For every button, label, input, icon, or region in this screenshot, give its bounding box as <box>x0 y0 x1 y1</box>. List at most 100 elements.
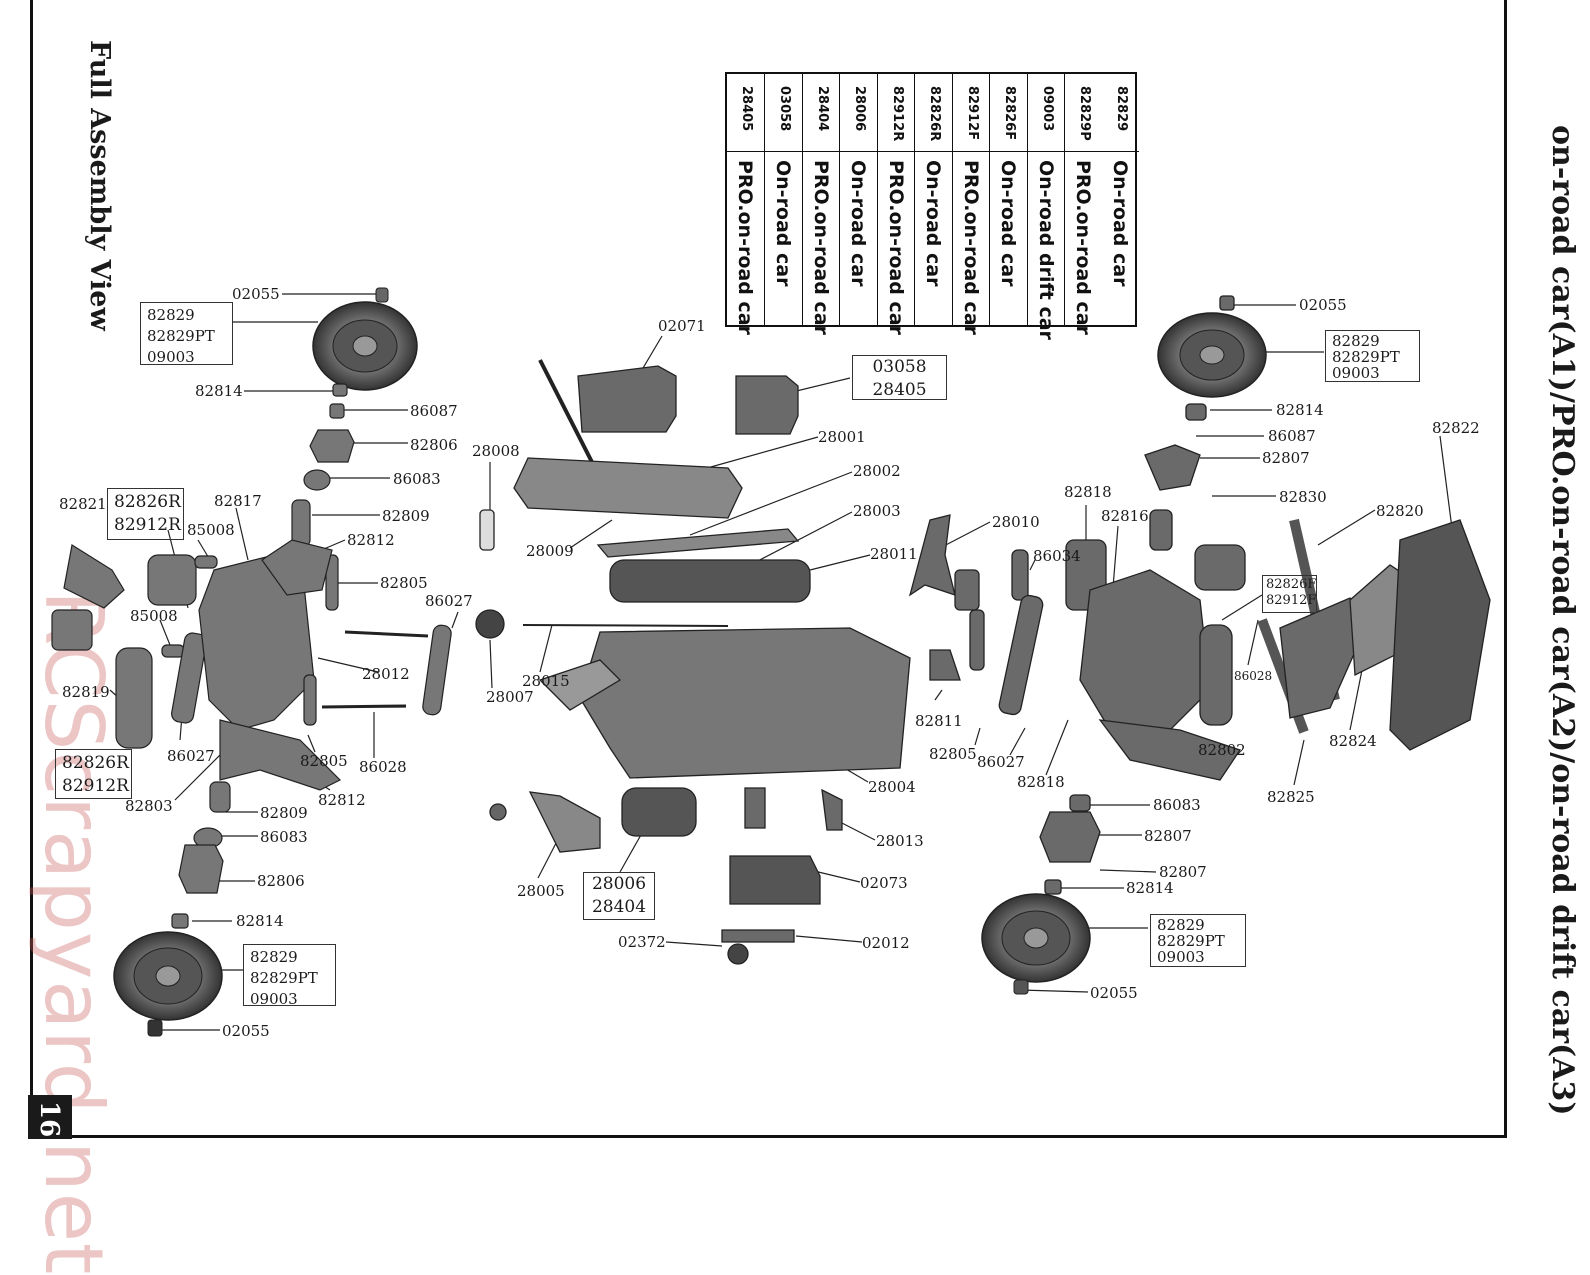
exploded-view-diagram <box>51 287 1491 1037</box>
box-line: 82829PT <box>147 327 215 345</box>
box-line: 82829PT <box>1332 348 1400 366</box>
label-82822: 82822 <box>1432 419 1480 437</box>
label-86034: 86034 <box>1033 547 1081 565</box>
label-86027-bl: 86027 <box>167 747 215 765</box>
label-82821: 82821 <box>59 495 107 513</box>
label-82814-tr: 82814 <box>1276 401 1324 419</box>
label-82812-tl: 82812 <box>347 531 395 549</box>
label-28004: 28004 <box>868 778 916 796</box>
label-82812-bl: 82812 <box>318 791 366 809</box>
label-82818-b: 82818 <box>1017 773 1065 791</box>
box-line: 82826R <box>62 753 129 773</box>
label-86027-r: 86027 <box>977 753 1025 771</box>
label-28010: 28010 <box>992 513 1040 531</box>
box-shock-right: 82826F 82912F <box>1262 575 1317 613</box>
box-line: 09003 <box>250 990 298 1008</box>
parts-table-code-cell: 82826F <box>990 74 1027 152</box>
box-line: 28006 <box>591 874 647 894</box>
label-86083-bl: 86083 <box>260 828 308 846</box>
label-86087-tr: 86087 <box>1268 427 1316 445</box>
label-86083-br: 86083 <box>1153 796 1201 814</box>
label-28013: 28013 <box>876 832 924 850</box>
label-82809-bl: 82809 <box>260 804 308 822</box>
box-wheel-bottom-left: 82829 82829PT 09003 <box>243 944 336 1008</box>
label-82811: 82811 <box>915 712 963 730</box>
label-82803: 82803 <box>125 797 173 815</box>
label-02372: 02372 <box>618 933 666 951</box>
label-82802: 82802 <box>1198 741 1246 759</box>
label-28009: 28009 <box>526 542 574 560</box>
label-28011: 28011 <box>870 545 918 563</box>
label-82805-l: 82805 <box>380 574 428 592</box>
label-86087-tl: 86087 <box>410 402 458 420</box>
box-shock-left: 82826R 82912R <box>107 488 184 540</box>
box-line: 82912R <box>114 515 181 535</box>
label-82818-a: 82818 <box>1064 483 1112 501</box>
label-82816: 82816 <box>1101 507 1149 525</box>
label-02055-br: 02055 <box>1090 984 1138 1002</box>
label-82820: 82820 <box>1376 502 1424 520</box>
label-82807-br2: 82807 <box>1159 863 1207 881</box>
box-line: 82829 <box>147 306 195 324</box>
box-line: 82829PT <box>250 969 318 987</box>
page-frame <box>30 0 1507 1138</box>
box-line: 09003 <box>1157 948 1205 966</box>
label-82824: 82824 <box>1329 732 1377 750</box>
label-82817: 82817 <box>214 492 262 510</box>
box-line: 82829PT <box>1157 932 1225 950</box>
box-line: 09003 <box>147 348 195 366</box>
page-number: 16 <box>28 1095 72 1139</box>
label-02055-tr: 02055 <box>1299 296 1347 314</box>
box-wheel-top-left: 82829 82829PT 09003 <box>140 302 233 366</box>
box-line: 82826R <box>114 492 181 512</box>
label-82806-bl: 82806 <box>257 872 305 890</box>
label-28015: 28015 <box>522 672 570 690</box>
label-02012: 02012 <box>862 934 910 952</box>
label-82809-tl: 82809 <box>382 507 430 525</box>
label-82814-br: 82814 <box>1126 879 1174 897</box>
label-82805-bl: 82805 <box>300 752 348 770</box>
box-line: 82826F <box>1266 577 1317 592</box>
parts-table-code-cell: 82912F <box>952 74 990 152</box>
label-85008-a: 85008 <box>187 521 235 539</box>
box-line: 82829 <box>1332 332 1380 350</box>
box-line: 03058 <box>872 357 927 377</box>
box-line: 82912R <box>62 776 129 796</box>
label-82805-r: 82805 <box>929 745 977 763</box>
parts-table-code-cell: 28404 <box>802 74 840 152</box>
label-02055-tl: 02055 <box>232 285 280 303</box>
label-86028-l: 86028 <box>359 758 407 776</box>
label-85008-b: 85008 <box>130 607 178 625</box>
box-line: 82829 <box>250 948 298 966</box>
parts-table-code-cell: 82826R <box>915 74 952 152</box>
box-wheel-bottom-right: 82829 82829PT 09003 <box>1150 914 1246 967</box>
label-02055-bl: 02055 <box>222 1022 270 1040</box>
label-82807-br: 82807 <box>1144 827 1192 845</box>
box-shock-left-rear: 82826R 82912R <box>55 749 132 799</box>
label-82819: 82819 <box>62 683 110 701</box>
parts-table-code-cell: 82829P <box>1065 74 1102 152</box>
label-28003: 28003 <box>853 502 901 520</box>
label-82814-tl: 82814 <box>195 382 243 400</box>
box-line: 82912F <box>1266 593 1317 608</box>
label-28001: 28001 <box>818 428 866 446</box>
label-82825: 82825 <box>1267 788 1315 806</box>
box-esc: 03058 28405 <box>852 355 947 400</box>
label-82830: 82830 <box>1279 488 1327 506</box>
box-line: 09003 <box>1332 364 1380 382</box>
parts-table-code-cell: 03058 <box>765 74 802 152</box>
parts-table-code-cell: 82912R <box>877 74 915 152</box>
label-28005: 28005 <box>517 882 565 900</box>
parts-table-code-cell: 09003 <box>1027 74 1065 152</box>
parts-table-code-cell: 28006 <box>840 74 877 152</box>
